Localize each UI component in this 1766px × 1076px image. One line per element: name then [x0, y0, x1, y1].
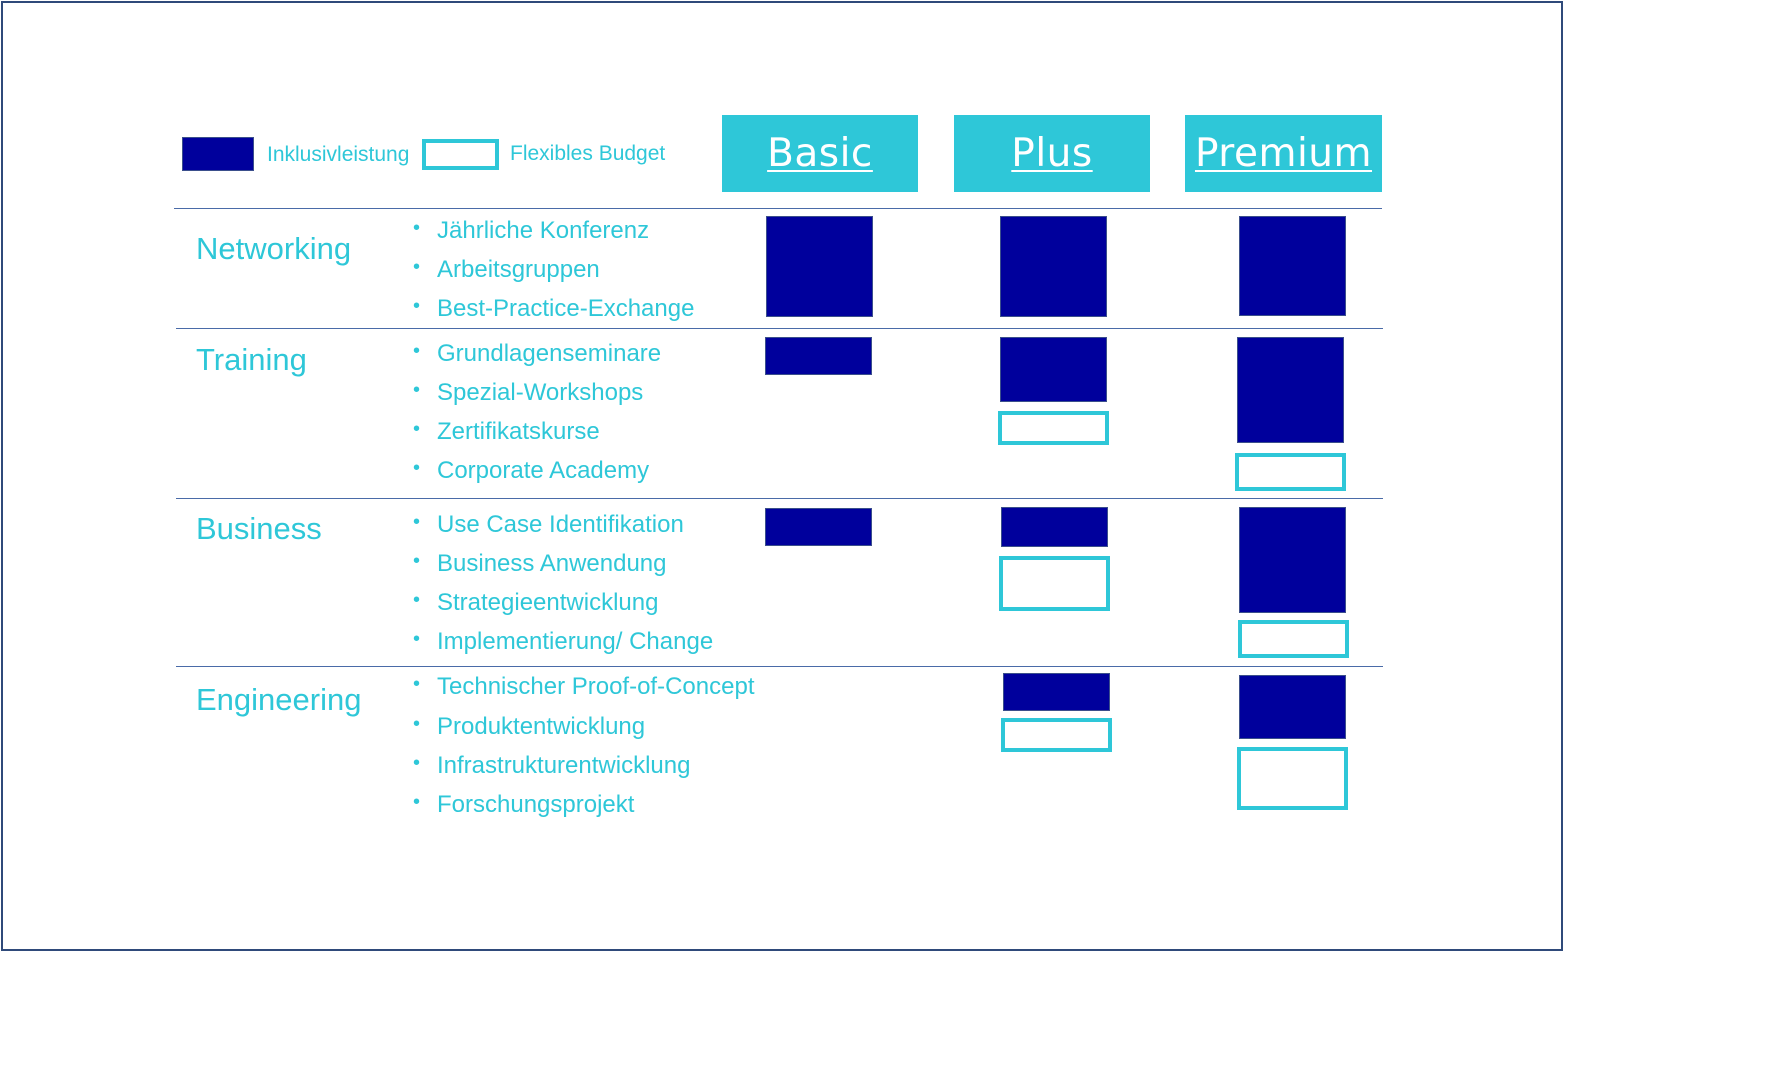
training-plus-flexible-block	[998, 411, 1109, 445]
list-item: Produktentwicklung	[413, 713, 645, 741]
business-premium-inclusive-block	[1239, 507, 1346, 613]
list-item: Spezial-Workshops	[413, 379, 643, 407]
list-item: Jährliche Konferenz	[413, 217, 649, 245]
category-networking: Networking	[196, 231, 352, 266]
list-item: Use Case Identifikation	[413, 511, 684, 539]
business-plus-flexible-block	[999, 556, 1110, 611]
engineering-premium-flexible-block	[1237, 747, 1348, 810]
legend-flexible-label: Flexibles Budget	[510, 142, 666, 165]
divider-line	[176, 328, 1383, 329]
list-item: Technischer Proof-of-Concept	[413, 673, 755, 701]
list-item: Implementierung/ Change	[413, 628, 713, 656]
category-business: Business	[196, 511, 322, 546]
engineering-premium-inclusive-block	[1239, 675, 1346, 739]
tier-header-plus: Plus	[954, 115, 1150, 192]
category-training: Training	[196, 342, 307, 377]
divider-line	[174, 208, 1382, 209]
engineering-plus-inclusive-block	[1003, 673, 1110, 711]
list-item: Zertifikatskurse	[413, 418, 600, 446]
engineering-plus-flexible-block	[1001, 718, 1112, 752]
legend-inclusive-swatch	[182, 137, 254, 171]
business-plus-inclusive-block	[1001, 507, 1108, 547]
list-item: Arbeitsgruppen	[413, 256, 600, 284]
tier-header-basic: Basic	[722, 115, 918, 192]
tier-label-premium: Premium	[1194, 131, 1373, 176]
divider-line	[176, 666, 1383, 667]
networking-premium-inclusive-block	[1239, 216, 1346, 316]
training-premium-inclusive-block	[1237, 337, 1344, 443]
list-item: Grundlagenseminare	[413, 340, 661, 368]
training-premium-flexible-block	[1235, 453, 1346, 491]
list-item: Corporate Academy	[413, 457, 649, 485]
training-plus-inclusive-block	[1000, 337, 1107, 402]
training-basic-inclusive-block	[765, 337, 872, 375]
tier-label-plus: Plus	[1011, 131, 1093, 176]
divider-line	[176, 498, 1383, 499]
tier-label-basic: Basic	[767, 131, 873, 176]
tier-header-premium: Premium	[1185, 115, 1382, 192]
diagram-frame	[1, 1, 1563, 951]
legend-flexible-swatch	[422, 139, 499, 170]
list-item: Strategieentwicklung	[413, 589, 659, 617]
list-item: Forschungsprojekt	[413, 791, 634, 819]
list-item: Business Anwendung	[413, 550, 666, 578]
networking-plus-inclusive-block	[1000, 216, 1107, 317]
business-premium-flexible-block	[1238, 620, 1349, 658]
networking-basic-inclusive-block	[766, 216, 873, 317]
business-basic-inclusive-block	[765, 508, 872, 546]
list-item: Best-Practice-Exchange	[413, 295, 694, 323]
legend-inclusive-label: Inklusivleistung	[267, 143, 410, 166]
category-engineering: Engineering	[196, 682, 362, 717]
list-item: Infrastrukturentwicklung	[413, 752, 690, 780]
